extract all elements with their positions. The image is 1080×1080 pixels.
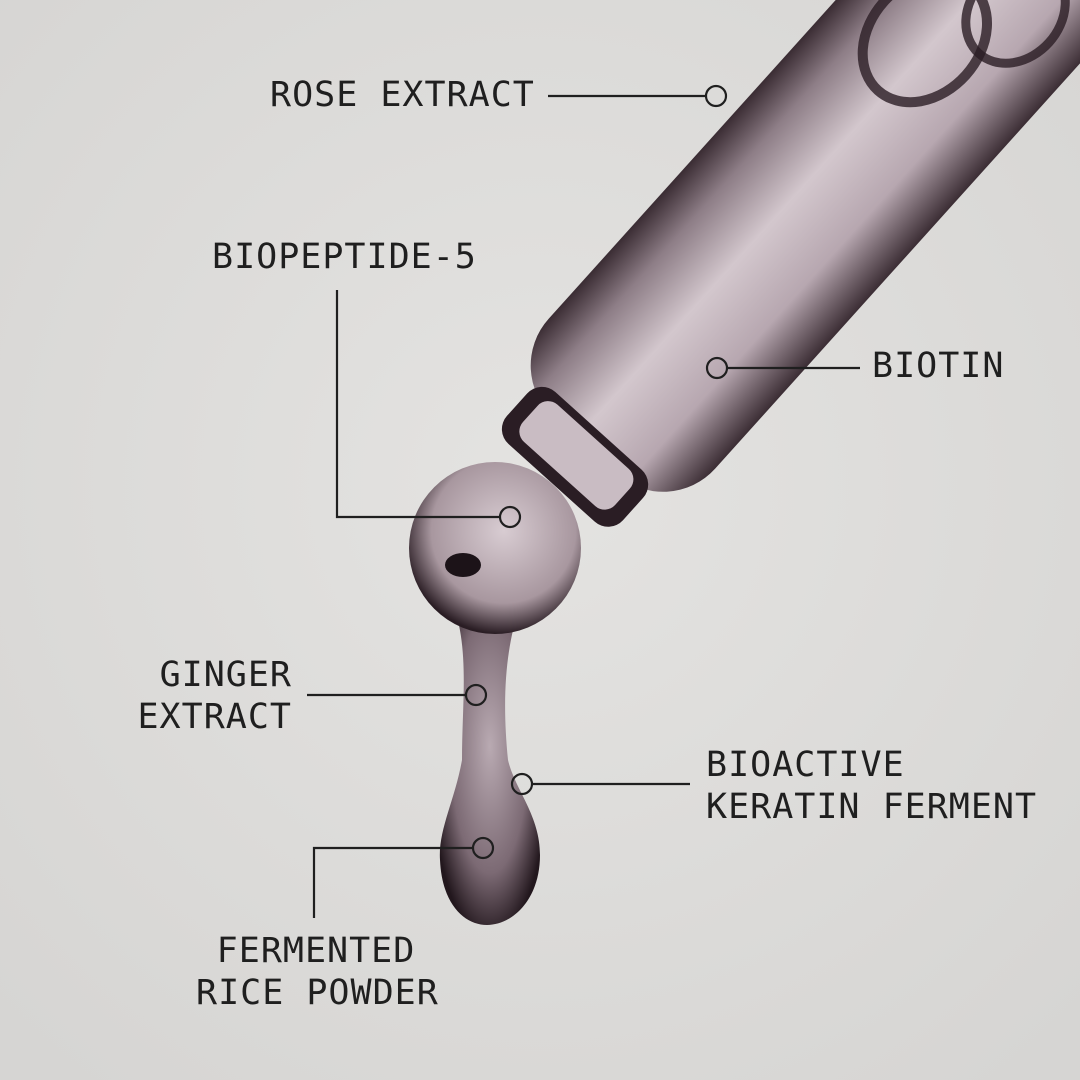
label-line: GINGER xyxy=(159,655,292,695)
label-fermented-rice-powder: FERMENTED RICE POWDER xyxy=(196,930,439,1014)
label-rose-extract: ROSE EXTRACT xyxy=(270,75,535,115)
label-bioactive-keratin-ferment: BIOACTIVE KERATIN FERMENT xyxy=(706,744,1037,828)
label-ginger-extract: GINGER EXTRACT xyxy=(137,654,292,738)
label-line: FERMENTED xyxy=(216,931,416,971)
dropper-tube xyxy=(501,0,1080,527)
label-line: RICE POWDER xyxy=(196,973,439,1013)
label-line: EXTRACT xyxy=(137,697,292,737)
label-line: BIOACTIVE xyxy=(706,745,905,785)
serum-stream xyxy=(439,600,540,925)
dropper-bulb xyxy=(409,462,581,634)
label-line: KERATIN FERMENT xyxy=(706,787,1038,827)
label-biopeptide-5: BIOPEPTIDE-5 xyxy=(212,237,477,277)
label-biotin: BIOTIN xyxy=(872,346,1005,386)
callout-lines xyxy=(307,84,860,918)
